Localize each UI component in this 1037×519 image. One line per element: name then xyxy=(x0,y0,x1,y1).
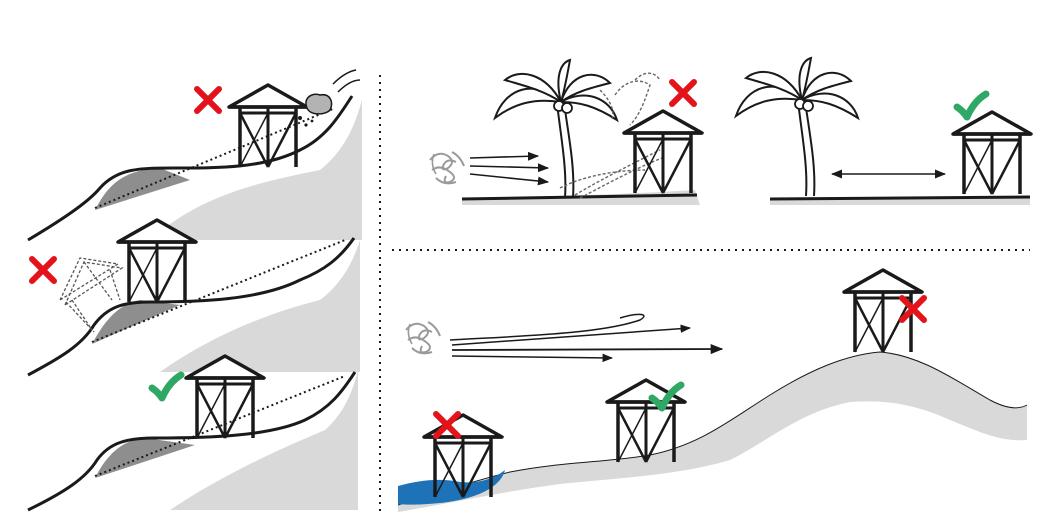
check-mark-icon xyxy=(957,94,986,117)
shelter-frame-icon xyxy=(229,85,307,167)
panel-slope-set-back xyxy=(28,356,358,510)
panel-palm-safe-distance xyxy=(736,58,1031,205)
palm-tree-icon xyxy=(736,58,858,196)
shelter-frame-icon xyxy=(624,111,702,193)
x-mark-icon xyxy=(672,82,694,104)
panel-coastline xyxy=(398,270,1027,512)
shelter-frame-icon xyxy=(424,415,502,497)
x-mark-icon xyxy=(197,89,219,111)
shelter-frame-icon xyxy=(953,112,1031,194)
panel-slope-rockfall xyxy=(28,70,362,240)
x-mark-icon xyxy=(32,259,54,281)
wind-gust-icon xyxy=(406,322,440,353)
palm-tree-icon xyxy=(495,60,617,198)
boulder-icon xyxy=(306,94,332,114)
panel-slope-toe-cut xyxy=(28,220,360,375)
wind-gust-icon xyxy=(430,152,464,183)
check-mark-icon xyxy=(152,375,181,398)
panel-palm-too-close xyxy=(430,60,702,205)
